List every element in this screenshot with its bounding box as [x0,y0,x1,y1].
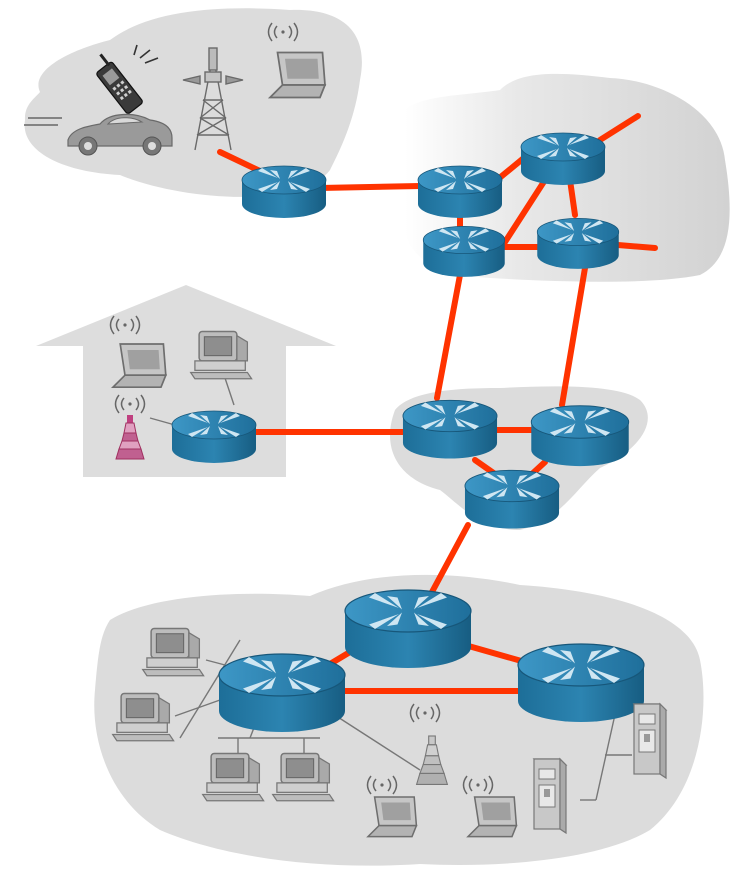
home-network-devices [109,315,253,460]
router-icon [536,217,620,270]
link-isp2-out [597,113,641,143]
router-icon [530,405,630,467]
cell-tower-icon [182,47,244,151]
car-icon [24,113,173,156]
router-icon [417,165,503,219]
router-icon [402,399,498,460]
link-isp3-reg1 [434,272,463,401]
phone-signal-icon [133,44,159,64]
router-icon [344,589,472,669]
router-icon [520,132,606,186]
mobile-network-devices [24,22,326,156]
link-tower-mobile-router [217,149,265,175]
router-icon [464,469,560,530]
router-icon [171,410,257,464]
cell-phone-icon [96,53,143,114]
link-isp2-isp3 [502,177,548,245]
link-mobile-isp [317,183,423,191]
router-icon [218,653,346,733]
mobile-network-cloud [24,8,362,197]
router-icon [422,225,506,278]
router-icon [241,165,327,219]
server-icon [633,703,667,779]
link-inst1-inst3 [462,642,528,665]
link-isp2-isp4 [567,177,578,218]
link-isp1-isp2 [494,154,528,183]
router-icon [517,643,645,723]
link-reg3-inst1 [429,522,471,595]
link-isp4-out [615,242,658,251]
wireless-access-point-icon [115,415,145,460]
link-isp4-reg2 [559,265,588,408]
server-icon [533,758,567,834]
